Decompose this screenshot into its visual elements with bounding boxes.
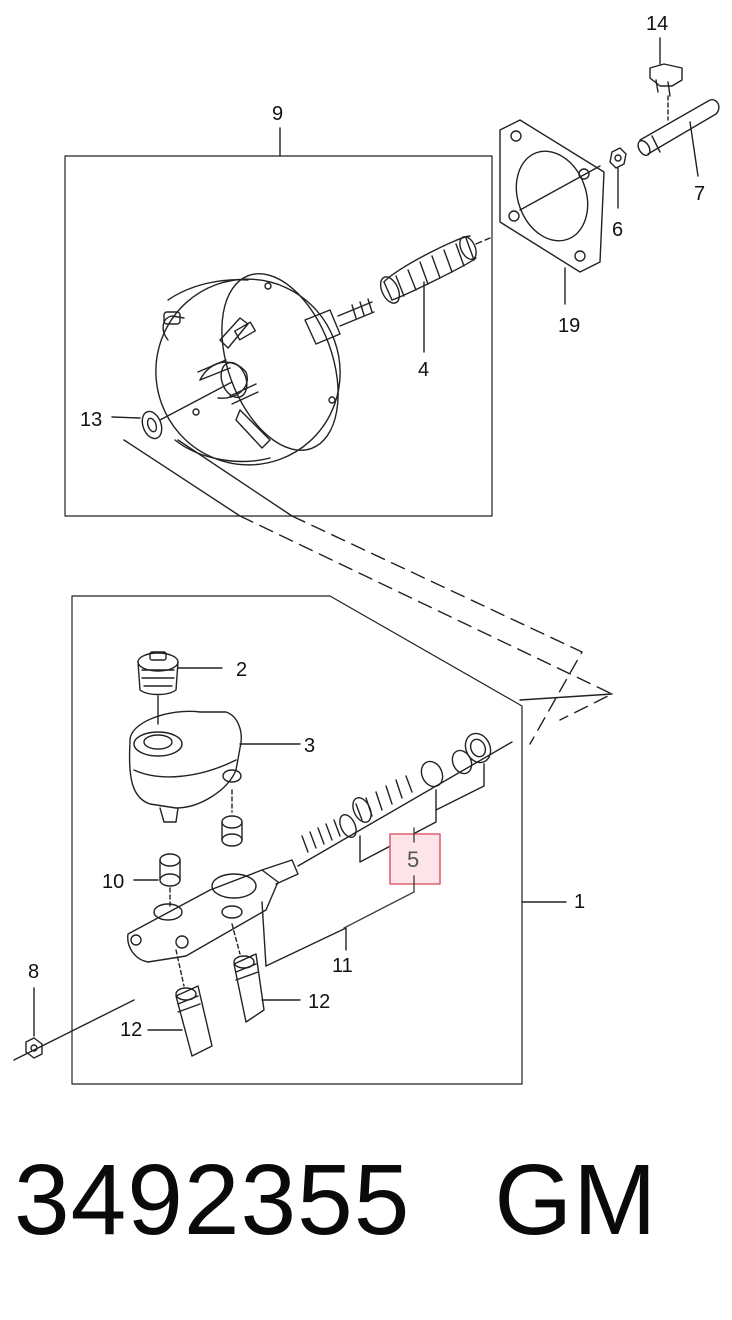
callout-8: 8 bbox=[28, 961, 39, 983]
highlight-box-5 bbox=[389, 833, 441, 885]
callout-13: 13 bbox=[80, 409, 102, 431]
brand-name: GM bbox=[494, 1144, 658, 1256]
part-10-grommets bbox=[133, 769, 243, 907]
callout-5: 5 bbox=[407, 847, 419, 872]
part-13-seal bbox=[111, 381, 233, 440]
part-4-bellows bbox=[379, 235, 491, 353]
callout-1: 1 bbox=[574, 891, 585, 913]
callout-3: 3 bbox=[304, 735, 315, 757]
part-5-piston-kit bbox=[301, 732, 492, 863]
exploded-parts-diagram: 9 14 7 6 19 4 13 2 3 5 10 1 11 8 12 12 bbox=[13, 13, 720, 1085]
callout-19: 19 bbox=[558, 315, 580, 337]
part-6-nut bbox=[609, 147, 627, 209]
callout-2: 2 bbox=[236, 659, 247, 681]
callout-11: 11 bbox=[332, 955, 353, 977]
part-7-pin bbox=[637, 99, 720, 177]
part-19-gasket bbox=[499, 119, 605, 305]
part-8-nut bbox=[13, 987, 135, 1061]
callout-14: 14 bbox=[646, 13, 668, 35]
part-3-reservoir bbox=[128, 710, 301, 823]
callout-7: 7 bbox=[694, 183, 705, 205]
callout-10: 10 bbox=[102, 871, 124, 893]
callout-6: 6 bbox=[612, 219, 623, 241]
brake-booster bbox=[155, 273, 375, 466]
callout-9: 9 bbox=[272, 103, 283, 125]
booster-assembly-frame bbox=[64, 155, 493, 517]
callout-12-right: 12 bbox=[308, 991, 330, 1013]
master-cylinder-body bbox=[127, 741, 513, 967]
callout-12-left: 12 bbox=[120, 1019, 142, 1041]
part-number: 3492355 bbox=[14, 1144, 411, 1256]
part-14-clip bbox=[649, 37, 683, 121]
part-12-fitting-right bbox=[231, 923, 301, 1023]
part-2-cap bbox=[137, 651, 223, 725]
callout-4: 4 bbox=[418, 359, 429, 381]
assembly-connector-lines bbox=[123, 439, 613, 745]
master-cylinder-frame bbox=[71, 595, 523, 1085]
part-12-fitting-left bbox=[147, 949, 213, 1057]
